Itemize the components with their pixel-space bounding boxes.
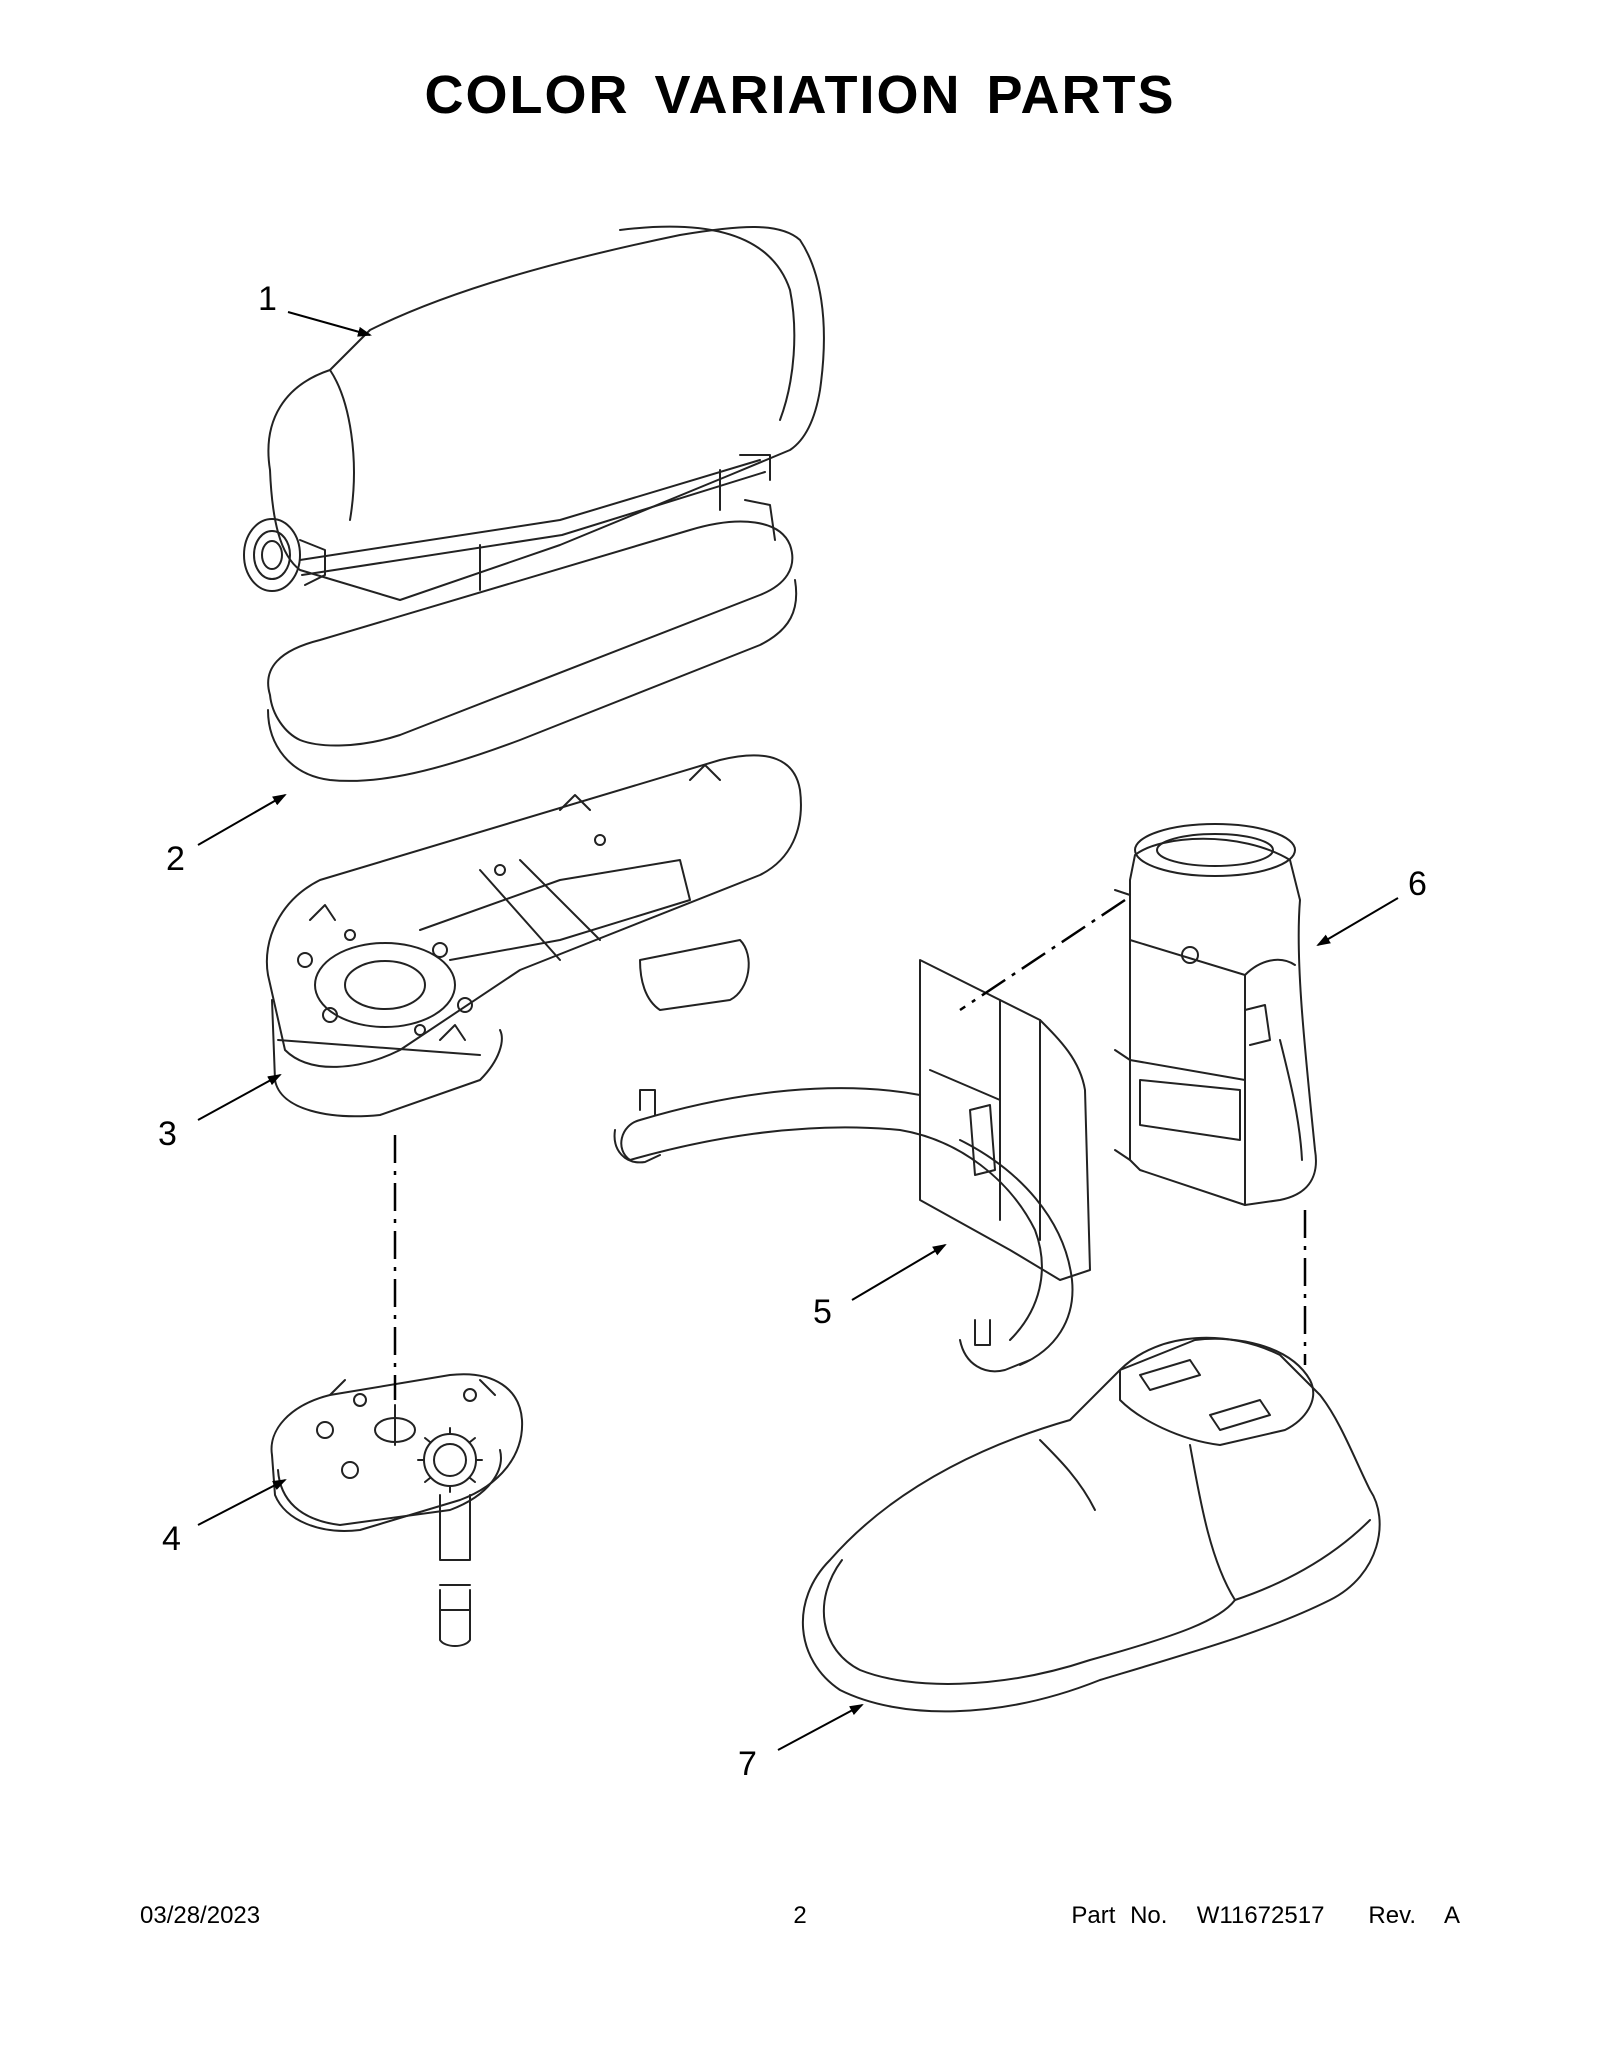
leader-arrow-4 (197, 1479, 287, 1526)
leader-arrows (197, 311, 1399, 1751)
leader-arrow-2 (197, 794, 287, 846)
alignment-lines (393, 898, 1307, 1400)
callout-4: 4 (162, 1520, 181, 1558)
footer-date: 03/28/2023 (140, 1902, 261, 1929)
callout-3: 3 (158, 1115, 177, 1153)
leader-arrow-6 (1316, 897, 1399, 947)
alignment-line-5-6 (959, 898, 1126, 1012)
leader-arrow-3 (197, 1074, 282, 1121)
part-6-column (1114, 823, 1317, 1206)
page-title: COLOR VARIATION PARTS (424, 65, 1176, 125)
leader-arrow-1 (287, 311, 372, 337)
part-3-transmission-case (265, 754, 802, 1118)
callout-5: 5 (813, 1293, 832, 1331)
footer-page-number: 2 (793, 1902, 807, 1929)
part-4-gear-housing (270, 1373, 524, 1647)
part-1-motor-housing (243, 225, 825, 601)
part-5-bowl-clamp (613, 959, 1091, 1373)
callout-6: 6 (1408, 865, 1427, 903)
leader-arrow-5 (851, 1243, 947, 1301)
footer-part-number: Part No. W11672517 Rev. A (1071, 1902, 1460, 1929)
callout-1: 1 (258, 280, 277, 318)
callout-2: 2 (166, 840, 185, 878)
leader-arrow-7 (777, 1704, 864, 1751)
part-7-base (801, 1336, 1381, 1713)
part-2-trim-band (267, 520, 798, 782)
callout-7: 7 (738, 1745, 757, 1783)
